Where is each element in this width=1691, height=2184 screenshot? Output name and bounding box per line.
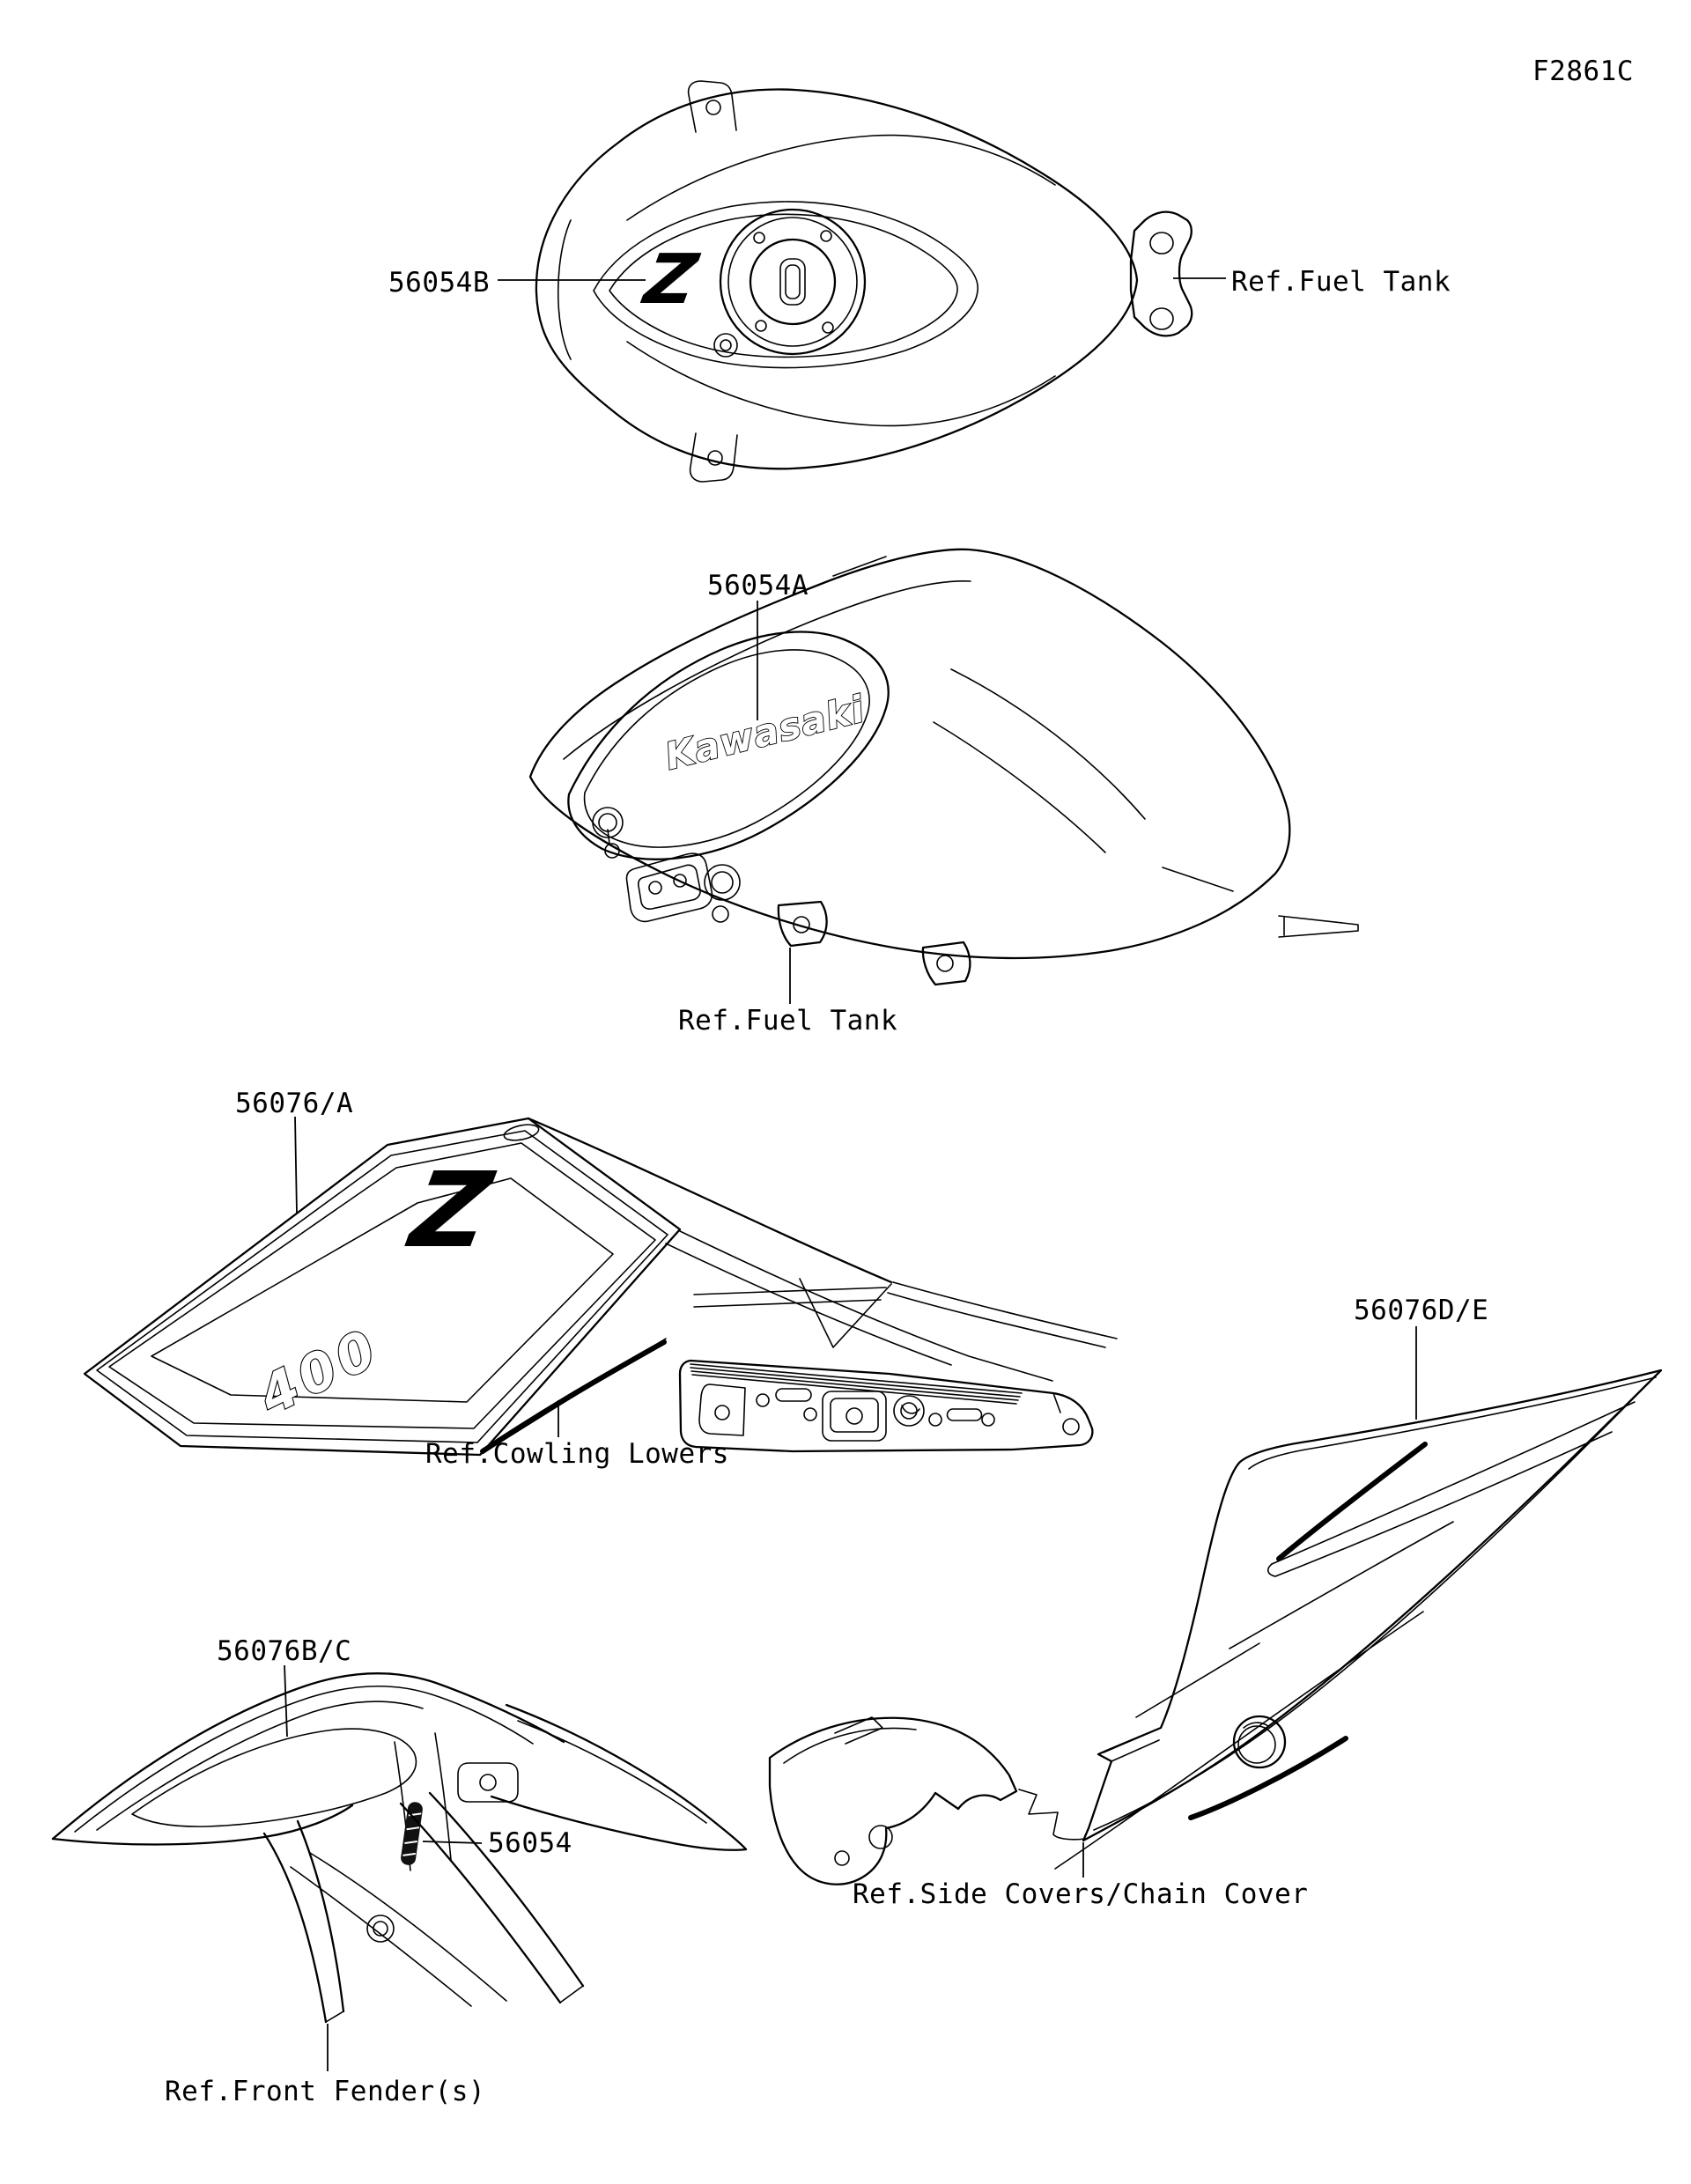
- leader-56076a: [294, 1116, 298, 1214]
- callout-part-56076de: 56076D/E: [1354, 1295, 1489, 1326]
- fender-decal-strip: [401, 1802, 423, 1865]
- callout-part-56054a: 56054A: [707, 570, 809, 601]
- fuel-tank-side-view-drawing: Kawasaki: [528, 548, 1359, 1004]
- kawasaki-decal: Kawasaki: [661, 687, 869, 778]
- leader-56054-fender: [422, 1841, 483, 1844]
- fuel-tank-top-view-drawing: Z: [498, 80, 1226, 483]
- callout-ref-front-fender: Ref.Front Fender(s): [165, 2076, 486, 2107]
- callout-part-56054b: 56054B: [388, 267, 490, 299]
- front-fender-drawing: [51, 1664, 748, 2071]
- callout-part-56054: 56054: [488, 1827, 572, 1859]
- callout-ref-fuel-tank-top: Ref.Fuel Tank: [1231, 266, 1451, 298]
- cowling-lowers-drawing: Z 400: [83, 1116, 1118, 1457]
- callout-ref-cowling-lowers: Ref.Cowling Lowers: [425, 1438, 729, 1470]
- displacement-400-decal: 400: [249, 1317, 390, 1428]
- side-cover-drawing: [768, 1326, 1663, 1885]
- z-decal-cowling: Z: [399, 1151, 501, 1272]
- callout-part-56076a: 56076/A: [235, 1088, 354, 1119]
- callout-part-56076bc: 56076B/C: [217, 1635, 352, 1667]
- z-decal-tank-top: Z: [636, 240, 705, 320]
- leader-56076bc: [284, 1664, 288, 1738]
- page-code: F2861C: [1532, 55, 1634, 87]
- callout-ref-fuel-tank-side: Ref.Fuel Tank: [678, 1005, 898, 1037]
- callout-ref-side-covers: Ref.Side Covers/Chain Cover: [853, 1878, 1309, 1910]
